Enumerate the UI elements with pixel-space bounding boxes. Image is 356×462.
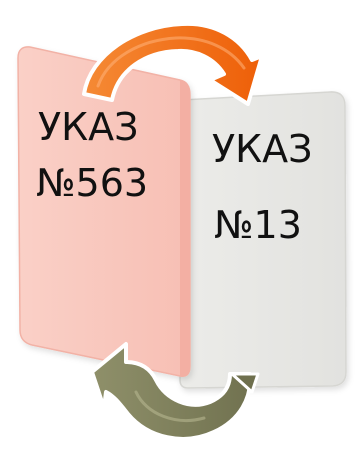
right-card [179, 91, 347, 389]
olive-arrow-highlight [134, 390, 206, 422]
right-card-number: №13 [214, 203, 302, 247]
left-card-title: УКАЗ [38, 105, 139, 149]
orange-arrow [82, 21, 264, 106]
left-card-number: №563 [36, 161, 148, 205]
top-curved-arrow-icon [82, 21, 264, 106]
bottom-curved-arrow-icon [90, 342, 260, 441]
left-card-edge [180, 80, 190, 377]
right-card-title: УКАЗ [212, 127, 313, 171]
orange-arrow-highlight [96, 36, 246, 88]
right-card-face [179, 91, 347, 389]
olive-arrow-tail [230, 372, 260, 394]
left-card [17, 46, 191, 378]
